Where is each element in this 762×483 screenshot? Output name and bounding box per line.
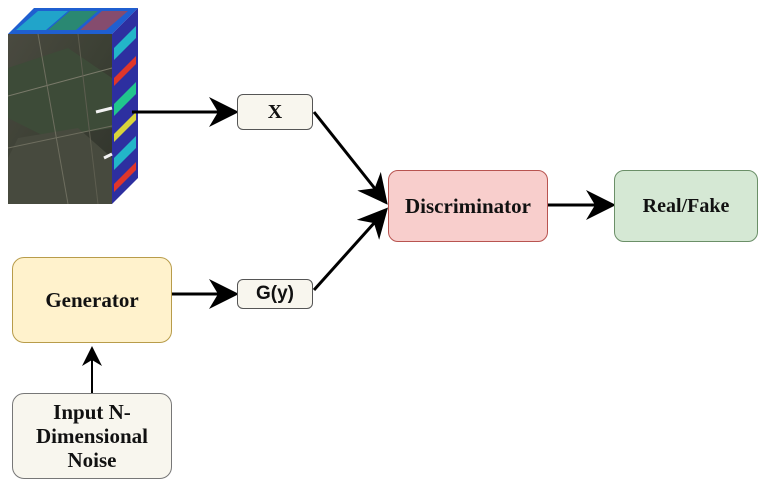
x-label: X <box>267 100 283 123</box>
edge-gy-to-discriminator <box>312 207 389 292</box>
edge-x-to-discriminator <box>312 111 388 205</box>
discriminator-node: Discriminator <box>388 170 548 242</box>
generated-sample-label: G(y) <box>256 283 294 304</box>
generator-node: Generator <box>12 257 172 343</box>
generated-sample-node: G(y) <box>237 279 313 309</box>
noise-input-label: Input N- Dimensional Noise <box>35 399 148 473</box>
x-node: X <box>237 94 313 130</box>
discriminator-label: Discriminator <box>405 193 531 218</box>
real-fake-output-node: Real/Fake <box>614 170 758 242</box>
noise-input-node: Input N- Dimensional Noise <box>12 393 172 479</box>
generator-label: Generator <box>45 287 139 312</box>
hyperspectral-cube-image <box>8 8 138 204</box>
real-fake-label: Real/Fake <box>642 194 730 217</box>
